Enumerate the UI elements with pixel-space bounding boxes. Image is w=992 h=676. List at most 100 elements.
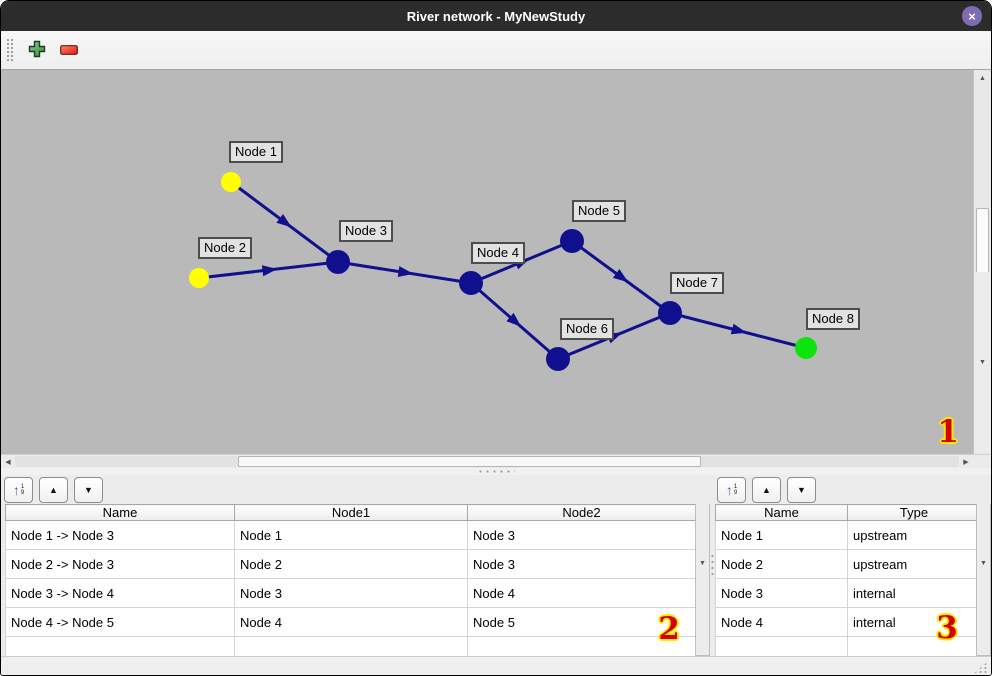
node-label[interactable]: Node 1 bbox=[229, 141, 283, 163]
table-cell[interactable]: upstream bbox=[847, 520, 981, 550]
table-cell[interactable]: Node 1 bbox=[234, 520, 468, 550]
table-cell[interactable]: Node 3 bbox=[467, 520, 696, 550]
flow-direction-arrow-icon bbox=[397, 266, 414, 277]
close-button[interactable]: × bbox=[962, 6, 982, 26]
scroll-down-icon[interactable]: ▼ bbox=[977, 504, 990, 654]
scroll-down-icon[interactable]: ▼ bbox=[696, 504, 709, 654]
add-button[interactable] bbox=[24, 37, 50, 63]
node-label[interactable]: Node 2 bbox=[198, 237, 252, 259]
table-cell[interactable]: Node 2 -> Node 3 bbox=[5, 549, 235, 579]
move-down-button[interactable]: ▼ bbox=[787, 477, 816, 503]
node-label[interactable]: Node 6 bbox=[560, 318, 614, 340]
flow-direction-arrow-icon bbox=[276, 214, 292, 228]
horizontal-splitter[interactable] bbox=[1, 468, 991, 475]
table-cell[interactable]: upstream bbox=[847, 549, 981, 579]
table-cell[interactable]: Node 4 bbox=[467, 578, 696, 608]
node-label[interactable]: Node 5 bbox=[572, 200, 626, 222]
canvas-vscroll-thumb[interactable] bbox=[976, 208, 989, 281]
river-node[interactable] bbox=[795, 337, 817, 359]
close-icon: × bbox=[968, 8, 976, 24]
canvas-vertical-scrollbar[interactable]: ▲ ▼ bbox=[973, 70, 991, 454]
scroll-left-icon[interactable]: ◀ bbox=[5, 458, 11, 466]
down-arrow-icon: ▼ bbox=[84, 484, 93, 495]
table-cell[interactable]: Node 5 bbox=[467, 607, 696, 637]
table-cell[interactable]: internal bbox=[847, 607, 981, 637]
table-cell[interactable]: Node 2 bbox=[715, 549, 848, 579]
table-cell[interactable]: Node 3 bbox=[234, 578, 468, 608]
move-up-button[interactable]: ▲ bbox=[752, 477, 781, 503]
table-cell[interactable]: Node 4 bbox=[234, 607, 468, 637]
move-up-button[interactable]: ▲ bbox=[39, 477, 68, 503]
remove-button[interactable] bbox=[56, 37, 82, 63]
column-header[interactable]: Name bbox=[5, 504, 235, 521]
river-node[interactable] bbox=[658, 301, 682, 325]
table-cell[interactable]: Node 3 bbox=[715, 578, 848, 608]
flow-direction-arrow-icon bbox=[506, 312, 522, 327]
table-cell[interactable]: Node 1 bbox=[715, 520, 848, 550]
flow-direction-arrow-icon bbox=[261, 265, 278, 277]
table-cell[interactable]: Node 4 -> Node 5 bbox=[5, 607, 235, 637]
river-node[interactable] bbox=[546, 347, 570, 371]
river-node[interactable] bbox=[326, 250, 350, 274]
river-node[interactable] bbox=[189, 268, 209, 288]
scroll-down-icon[interactable]: ▼ bbox=[974, 272, 991, 453]
window-title: River network - MyNewStudy bbox=[406, 8, 586, 24]
column-header[interactable]: Type bbox=[847, 504, 981, 521]
down-arrow-icon: ▼ bbox=[797, 484, 806, 495]
table-cell[interactable]: Node 1 -> Node 3 bbox=[5, 520, 235, 550]
node-label[interactable]: Node 3 bbox=[339, 220, 393, 242]
node-label[interactable]: Node 7 bbox=[670, 272, 724, 294]
river-node[interactable] bbox=[560, 229, 584, 253]
river-node[interactable] bbox=[459, 271, 483, 295]
add-icon bbox=[28, 40, 46, 61]
river-node[interactable] bbox=[221, 172, 241, 192]
nodes-vertical-scrollbar[interactable]: ▲ ▼ bbox=[976, 504, 991, 656]
table-row-partial bbox=[5, 636, 696, 656]
network-canvas[interactable]: Node 1 Node 2 Node 3 Node 4 Node 5 Node 6 Node… bbox=[1, 70, 974, 454]
column-header[interactable]: Node2 bbox=[467, 504, 696, 521]
table-cell[interactable]: Node 3 -> Node 4 bbox=[5, 578, 235, 608]
canvas-horizontal-scrollbar[interactable]: ◀ ▶ bbox=[1, 454, 991, 468]
column-header[interactable]: Name bbox=[715, 504, 848, 521]
table-cell[interactable]: Node 3 bbox=[467, 549, 696, 579]
vertical-splitter[interactable] bbox=[710, 475, 714, 656]
splitter-handle-icon bbox=[710, 552, 714, 579]
reaches-vertical-scrollbar[interactable]: ▲ ▼ bbox=[695, 504, 710, 656]
toolbar-drag-handle[interactable] bbox=[6, 38, 14, 62]
statusbar bbox=[1, 656, 991, 675]
node-label[interactable]: Node 8 bbox=[806, 308, 860, 330]
river-network-diagram bbox=[189, 172, 817, 371]
table-cell[interactable]: Node 2 bbox=[234, 549, 468, 579]
canvas-hscroll-thumb[interactable] bbox=[238, 456, 701, 467]
scroll-up-icon[interactable]: ▲ bbox=[979, 75, 986, 82]
move-down-button[interactable]: ▼ bbox=[74, 477, 103, 503]
table-cell[interactable]: Node 4 bbox=[715, 607, 848, 637]
column-header[interactable]: Node1 bbox=[234, 504, 468, 521]
table-row-partial bbox=[715, 636, 981, 656]
resize-grip-icon[interactable] bbox=[973, 662, 987, 674]
scroll-right-icon[interactable]: ▶ bbox=[963, 458, 969, 466]
node-label[interactable]: Node 4 bbox=[471, 242, 525, 264]
titlebar[interactable]: River network - MyNewStudy × bbox=[1, 1, 991, 31]
table-cell[interactable]: internal bbox=[847, 578, 981, 608]
splitter-handle-icon bbox=[477, 470, 515, 473]
